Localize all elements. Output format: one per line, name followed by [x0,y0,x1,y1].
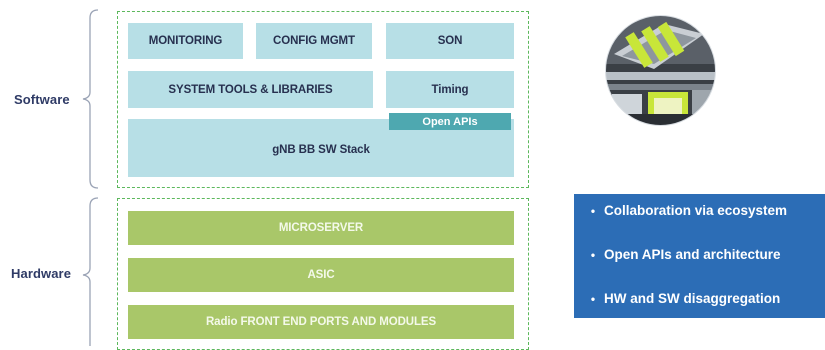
hardware-board-photo-icon [605,15,716,126]
benefit-text: HW and SW disaggregation [604,291,781,306]
benefit-item: • Collaboration via ecosystem [582,202,825,246]
software-frame [117,11,529,188]
benefits-box: • Collaboration via ecosystem • Open API… [574,194,825,318]
timing-block: Timing [386,71,514,108]
bullet-dot-icon: • [590,248,596,262]
software-label: Software [14,92,70,107]
benefit-item: • Open APIs and architecture [582,246,825,290]
config-mgmt-block: CONFIG MGMT [256,23,372,59]
monitoring-block: MONITORING [128,23,243,59]
benefit-text: Collaboration via ecosystem [604,203,788,218]
software-brace [82,9,99,189]
system-tools-block: SYSTEM TOOLS & LIBRARIES [128,71,373,108]
son-block: SON [386,23,514,59]
hardware-brace [82,197,99,346]
bullet-dot-icon: • [590,204,596,218]
microserver-block: MICROSERVER [128,211,514,245]
open-apis-tab: Open APIs [389,113,511,130]
benefit-text: Open APIs and architecture [604,247,781,262]
asic-block: ASIC [128,258,514,292]
radio-block: Radio FRONT END PORTS AND MODULES [128,305,514,339]
hardware-label: Hardware [11,266,72,281]
benefit-item: • HW and SW disaggregation [582,290,825,334]
bullet-dot-icon: • [590,292,596,306]
